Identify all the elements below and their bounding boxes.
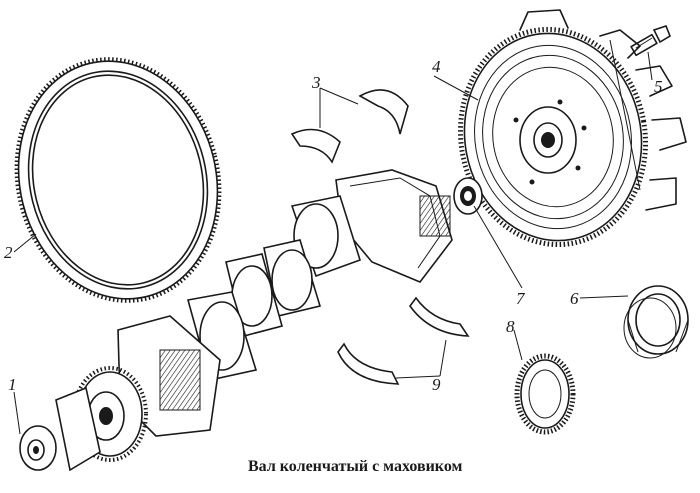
crankshaft <box>117 169 453 437</box>
oil-seal-part-6 <box>623 285 689 359</box>
callout-5: 5 <box>654 77 663 96</box>
hub-part-1 <box>19 425 57 471</box>
ring-gear-part-2 <box>14 57 222 303</box>
callout-2: 2 <box>4 243 13 262</box>
gear-part-8 <box>514 353 576 435</box>
front-gear <box>55 366 148 472</box>
diagram-caption: Вал коленчатый с маховиком <box>248 458 463 475</box>
bearing-shells-part-9 <box>337 296 470 385</box>
callout-9: 9 <box>432 375 441 394</box>
callout-8: 8 <box>506 317 515 336</box>
bearing-shells-part-3 <box>290 87 409 164</box>
callout-6: 6 <box>570 289 579 308</box>
pilot-bearing-part-7 <box>453 177 483 215</box>
callout-4: 4 <box>432 57 441 76</box>
callout-1: 1 <box>8 375 17 394</box>
callout-7: 7 <box>516 289 525 308</box>
callout-3: 3 <box>312 73 321 92</box>
leader-lines <box>13 51 653 435</box>
bolt-part-5 <box>630 25 671 57</box>
